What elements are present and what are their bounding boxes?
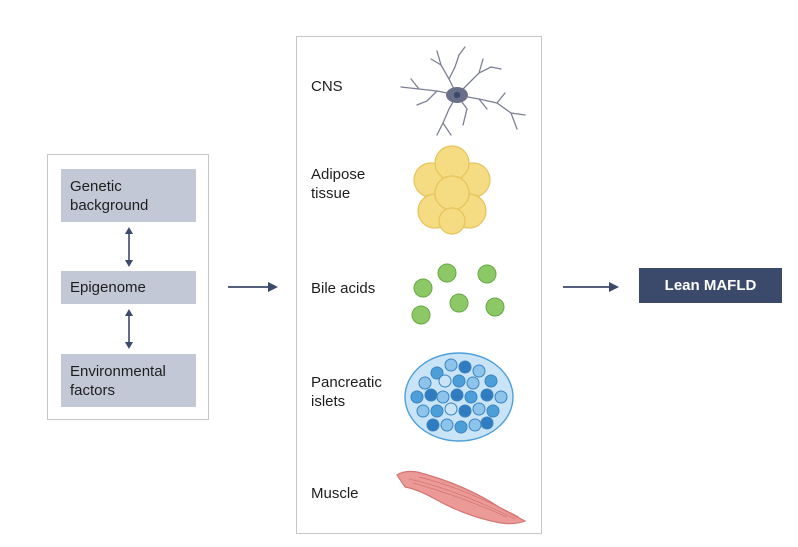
lean-mafld-box: Lean MAFLD (639, 268, 782, 303)
muscle-label: Muscle (311, 485, 359, 502)
neuron-icon (400, 46, 526, 136)
organs-panel: CNS Adipose tissue Bile acids Pancreatic… (296, 36, 542, 534)
double-arrow-icon (125, 309, 133, 349)
right-arrow-icon (228, 282, 278, 292)
bile-acids-label: Bile acids (311, 280, 376, 297)
adipocyte-cluster-icon (413, 145, 491, 235)
bile-acid-dots-icon (411, 263, 505, 325)
genetic-background-box: Genetic background (61, 169, 196, 222)
right-arrow-icon (563, 282, 619, 292)
epigenome-label: Epigenome (70, 279, 146, 296)
determinants-panel: Genetic background Epigenome Environment… (47, 154, 209, 420)
pancreatic-islet-icon (404, 352, 514, 442)
epigenome-box: Epigenome (61, 271, 196, 304)
double-arrow-icon (125, 227, 133, 267)
pancreatic-islets-label: Pancreatic islets (311, 374, 382, 410)
lean-mafld-label: Lean MAFLD (664, 277, 757, 294)
adipose-tissue-label: Adipose tissue (311, 166, 366, 202)
environmental-factors-label: Environmental factors (70, 362, 166, 399)
genetic-background-label: Genetic background (70, 177, 149, 214)
muscle-fiber-icon (396, 470, 527, 525)
environmental-factors-box: Environmental factors (61, 354, 196, 407)
cns-label: CNS (311, 78, 343, 95)
